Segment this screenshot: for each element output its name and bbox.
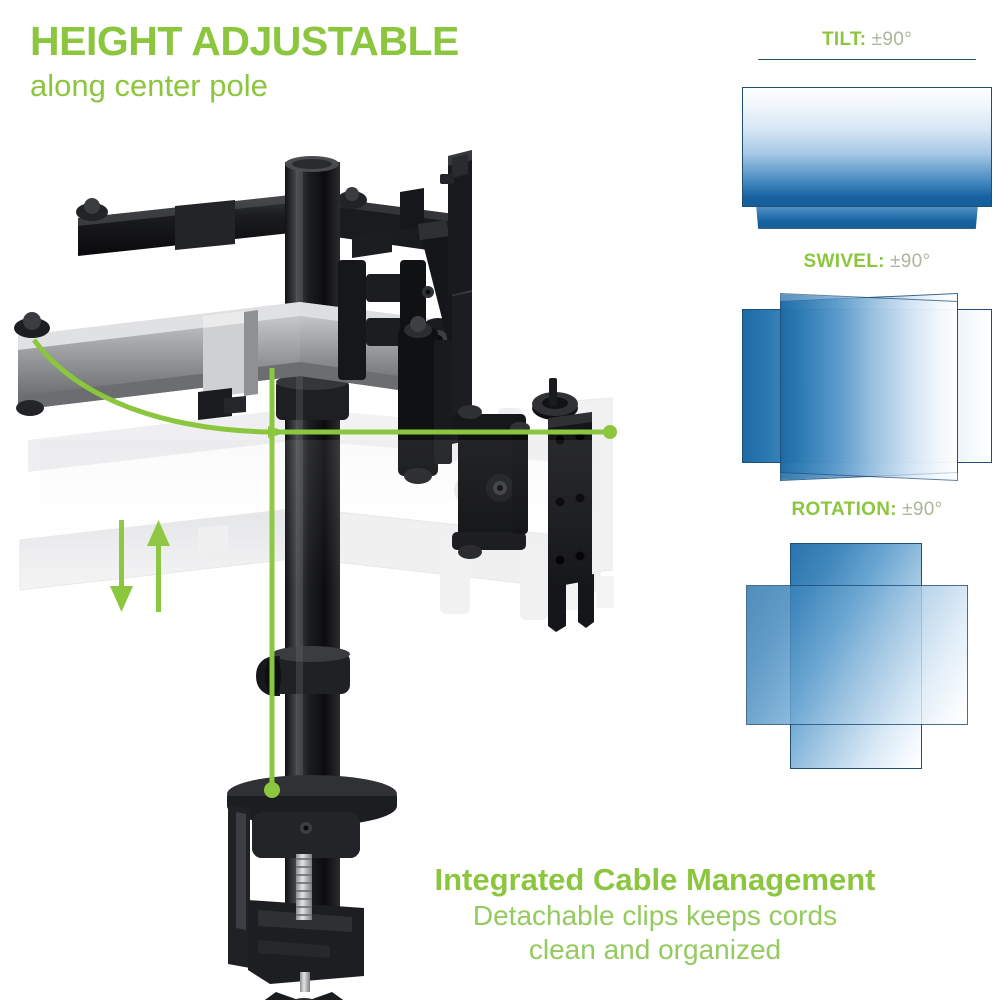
caption-body-line1: Detachable clips keeps cords — [472, 899, 838, 931]
feature-swivel-name: SWIVEL: — [803, 251, 885, 272]
feature-swivel: SWIVEL: ±90° — [742, 251, 992, 495]
clamp-screw — [296, 854, 312, 992]
feature-swivel-label: SWIVEL: ±90° — [742, 251, 992, 273]
feature-rotation: ROTATION: ±90° — [742, 499, 992, 778]
caption-body-line2: clean and organized — [528, 934, 782, 966]
feature-swivel-value: ±90° — [890, 251, 931, 272]
tilt-knob — [532, 378, 578, 420]
desk-clamp — [227, 775, 397, 1000]
feature-rotation-name: ROTATION: — [791, 499, 897, 520]
vesa-plate-upper — [440, 150, 472, 296]
upper-support-arm — [76, 187, 470, 258]
product-image-dual-monitor-mount — [0, 140, 660, 1000]
swivel-diagram — [742, 285, 992, 495]
tilt-diagram — [742, 58, 992, 234]
feature-tilt-label: TILT: ±90° — [742, 29, 992, 51]
feature-rotation-label: ROTATION: ±90° — [742, 499, 992, 521]
headline-secondary: along center pole — [30, 68, 268, 104]
rotation-panel-landscape — [746, 584, 968, 725]
page-title: HEIGHT ADJUSTABLE along center pole — [30, 18, 650, 106]
swivel-panel-right-turn — [780, 292, 958, 481]
cable-management-caption: Integrated Cable Management Detachable c… — [330, 862, 980, 967]
feature-tilt-value: ±90° — [871, 29, 913, 50]
rotation-diagram — [742, 533, 992, 778]
feature-tilt-name: TILT: — [821, 29, 867, 50]
tilt-panel-neutral — [742, 86, 992, 207]
headline-primary: HEIGHT ADJUSTABLE — [30, 18, 459, 64]
clamp-knob — [264, 992, 344, 1000]
caption-title: Integrated Cable Management — [434, 862, 876, 897]
feature-tilt: TILT: ±90° — [742, 29, 992, 234]
feature-rotation-value: ±90° — [902, 499, 943, 520]
